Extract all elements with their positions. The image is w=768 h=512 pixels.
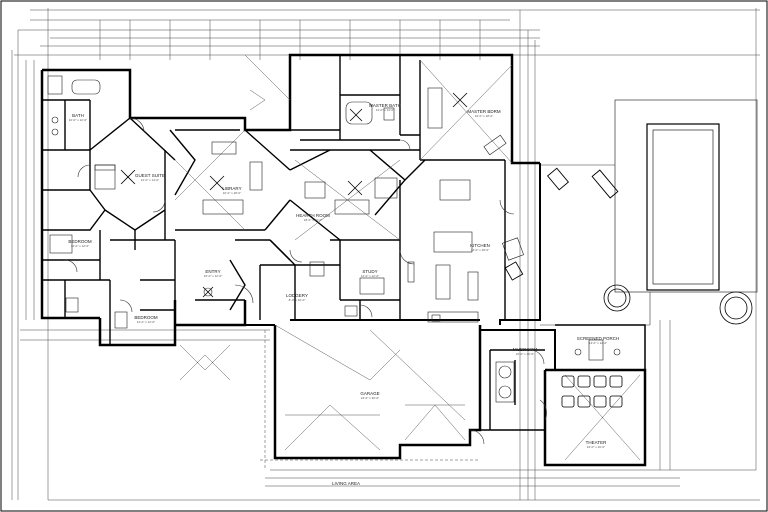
room-size: 14'-0" x 14'-0" [140, 177, 160, 182]
pool-deck [540, 99, 758, 326]
furniture [47, 75, 621, 403]
room-name: THEATER [585, 440, 607, 445]
door-swings [64, 117, 547, 445]
ceiling-fan-icon [120, 92, 468, 298]
room-size: 14'-0" x 12'-0" [588, 340, 608, 345]
room-size: 12'-0" x 14'-0" [375, 107, 395, 112]
room-name: ENTRY [205, 269, 221, 274]
room-name: LIBRARY [222, 186, 242, 191]
exterior-walls [40, 53, 647, 467]
room-label-living-area: LIVING AREA [331, 481, 361, 487]
room-name: STUDY [362, 269, 378, 274]
hot-tub-icon [603, 284, 753, 325]
room-size: 12'-0" x 12'-0" [70, 243, 90, 248]
room-name: LODGERY [286, 293, 308, 298]
dimension-lines [11, 8, 760, 501]
room-size: 16'-0" x 18'-0" [222, 190, 242, 195]
room-name: MASTER BDRM [467, 109, 501, 114]
room-name: BEDROOM [134, 315, 158, 320]
interior-walls [42, 55, 545, 430]
room-size: 18'-0" x 16'-0" [303, 217, 323, 222]
room-size: 10'-0" x 10'-0" [515, 351, 535, 356]
room-name: KITCHEN [470, 243, 490, 248]
room-size: 24'-0" x 30'-0" [360, 395, 380, 400]
room-name: BATH [72, 113, 84, 118]
room-size: 10'-0" x 12'-0" [203, 273, 223, 278]
room-name: HEARTH ROOM [296, 213, 330, 218]
lounge-chair-icon [504, 167, 619, 281]
roof-lines [174, 54, 641, 470]
room-size: 8'-0" x 10'-0" [288, 297, 306, 302]
room-name: MASTER BATH [369, 103, 401, 108]
room-size: 12'-0" x 12'-0" [136, 319, 156, 324]
room-name: SCREENED PORCH [576, 336, 620, 341]
room-name: MUDROOM [512, 347, 538, 352]
room-name: GUEST SUITE [135, 173, 165, 178]
theater-seat-icon [561, 375, 623, 408]
room-name: LIVING AREA [331, 481, 361, 486]
room-size: 16'-0" x 16'-0" [586, 444, 606, 449]
room-name: GARAGE [360, 391, 380, 396]
room-size: 16'-0" x 18'-0" [474, 113, 494, 118]
room-size: 10'-0" x 12'-0" [68, 117, 88, 122]
room-size: 14'-0" x 18'-0" [470, 247, 490, 252]
room-name: BEDROOM [68, 239, 92, 244]
room-size: 12'-0" x 12'-0" [360, 273, 380, 278]
